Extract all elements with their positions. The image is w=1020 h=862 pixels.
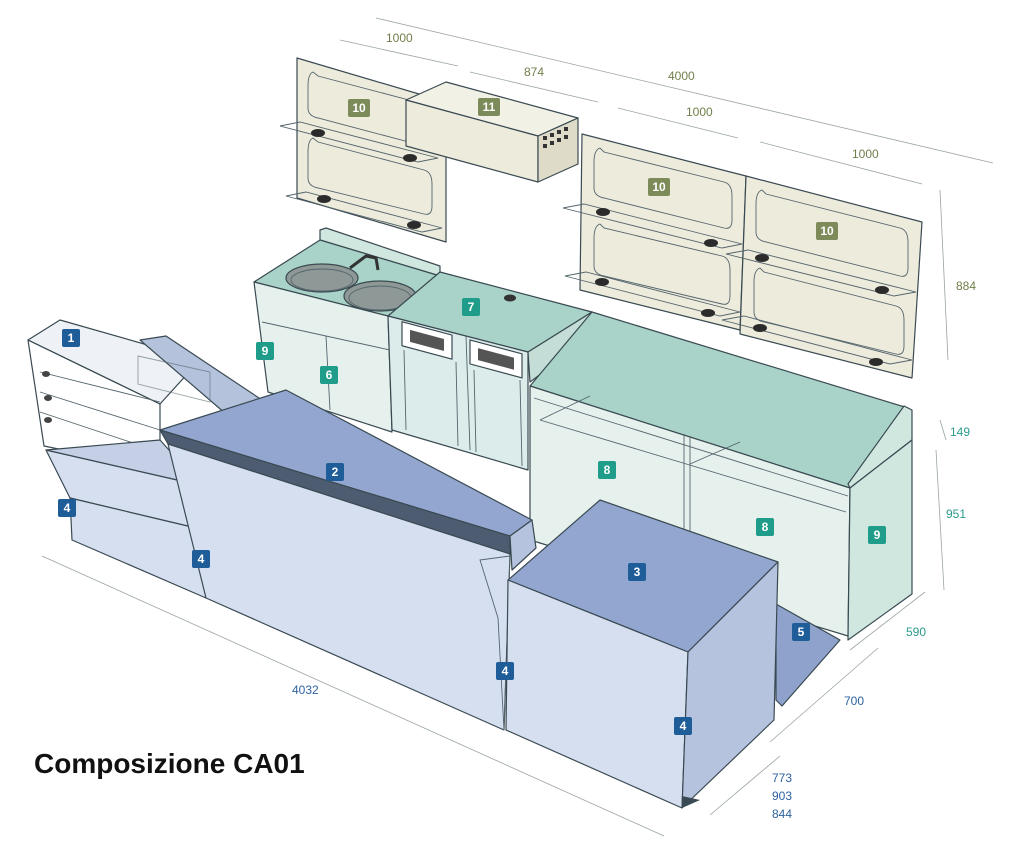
- wall-panel-middle: [562, 133, 747, 331]
- dim-1000-right: 1000: [852, 147, 879, 161]
- svg-text:4: 4: [502, 664, 509, 678]
- badge-5: 5: [792, 623, 810, 641]
- badge-2: 2: [326, 463, 344, 481]
- coffee-column: [387, 271, 593, 471]
- svg-text:3: 3: [634, 565, 641, 579]
- svg-text:4: 4: [198, 552, 205, 566]
- dim-149: 149: [950, 425, 970, 439]
- dim-4000: 4000: [668, 69, 695, 83]
- dim-951: 951: [946, 507, 966, 521]
- badge-1: 1: [62, 329, 80, 347]
- badge-4-middle: 4: [496, 662, 514, 680]
- wall-panel-right: [721, 175, 923, 379]
- dim-874: 874: [524, 65, 544, 79]
- dim-903: 903: [772, 789, 792, 803]
- svg-text:5: 5: [798, 625, 805, 639]
- svg-text:6: 6: [326, 368, 333, 382]
- composition-title: Composizione CA01: [34, 748, 305, 779]
- badge-9-right: 9: [868, 526, 886, 544]
- svg-text:4: 4: [64, 501, 71, 515]
- badge-10-left: 10: [348, 99, 370, 117]
- dim-590: 590: [906, 625, 926, 639]
- dim-1000-left: 1000: [386, 31, 413, 45]
- svg-text:4: 4: [680, 719, 687, 733]
- svg-text:2: 2: [332, 465, 339, 479]
- svg-text:10: 10: [352, 101, 366, 115]
- badge-11: 11: [478, 98, 500, 116]
- svg-text:7: 7: [468, 300, 475, 314]
- svg-text:9: 9: [262, 344, 269, 358]
- badge-10-middle: 10: [648, 178, 670, 196]
- svg-text:8: 8: [762, 520, 769, 534]
- badge-6: 6: [320, 366, 338, 384]
- display-showcase: [27, 319, 269, 599]
- badge-4-left: 4: [192, 550, 210, 568]
- dim-4032: 4032: [292, 683, 319, 697]
- svg-text:9: 9: [874, 528, 881, 542]
- badge-10-right: 10: [816, 222, 838, 240]
- dim-1000-mid: 1000: [686, 105, 713, 119]
- svg-text:1: 1: [68, 331, 75, 345]
- svg-text:11: 11: [483, 100, 496, 114]
- dim-844: 844: [772, 807, 792, 821]
- badge-9-left: 9: [256, 342, 274, 360]
- badge-4-showcase: 4: [58, 499, 76, 517]
- badge-4-right: 4: [674, 717, 692, 735]
- dim-884: 884: [956, 279, 976, 293]
- badge-7: 7: [462, 298, 480, 316]
- badge-8-right: 8: [756, 518, 774, 536]
- badge-3: 3: [628, 563, 646, 581]
- badge-8-left: 8: [598, 461, 616, 479]
- dimension-lines: [41, 17, 994, 837]
- counter-section-2: [159, 389, 537, 731]
- svg-text:10: 10: [652, 180, 666, 194]
- dim-773: 773: [772, 771, 792, 785]
- svg-text:10: 10: [820, 224, 834, 238]
- dim-700: 700: [844, 694, 864, 708]
- svg-text:8: 8: [604, 463, 611, 477]
